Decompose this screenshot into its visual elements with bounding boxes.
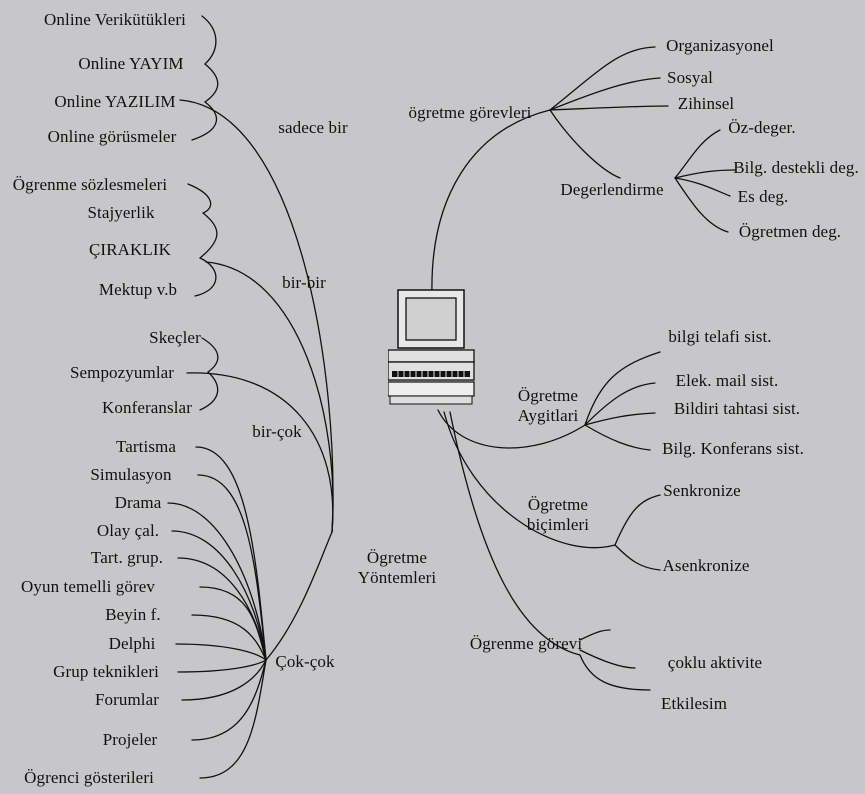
bracket-sadece-2 xyxy=(204,63,219,103)
item-sosyal: Sosyal xyxy=(667,68,713,87)
item-asenkronize: Asenkronize xyxy=(662,556,750,575)
branch-bir-cok xyxy=(186,372,334,533)
item-online-yayim: Online YAYIM xyxy=(78,54,184,73)
branch-label-bir-bir: bir-bir xyxy=(282,273,326,292)
branch-cok-cok xyxy=(265,531,333,661)
item-senkronize: Senkronize xyxy=(663,481,741,500)
item-bildiri-tahtasi: Bildiri tahtasi sist. xyxy=(673,399,801,418)
item-stajyerlik: Stajyerlik xyxy=(87,203,155,222)
item-coklu-aktivite: çoklu aktivite xyxy=(667,653,763,672)
item-ogretmen-deg: Ögretmen deg. xyxy=(738,222,842,241)
link-asenkronize xyxy=(614,544,661,571)
branch-label-degerlendirme: Degerlendirme xyxy=(560,180,664,199)
link-coklu-aktivite xyxy=(579,649,636,669)
link-cokcok-6 xyxy=(191,614,267,661)
item-online-verikutukleri: Online Verikütükleri xyxy=(44,10,186,29)
item-projeler: Projeler xyxy=(102,730,158,749)
link-top-stub xyxy=(579,629,611,641)
item-online-gorusmeler: Online görüsmeler xyxy=(47,127,177,146)
item-oyun-temelli-gorev: Oyun temelli görev xyxy=(21,577,155,596)
link-zihinsel xyxy=(549,105,669,111)
item-sempozyumlar: Sempozyumlar xyxy=(69,363,175,382)
link-cokcok-5 xyxy=(199,586,267,661)
item-olay-cal: Olay çal. xyxy=(96,521,160,540)
bracket-birbir-3 xyxy=(194,257,217,297)
bracket-bircok-1 xyxy=(201,337,219,373)
bracket-birbir-2 xyxy=(199,212,218,259)
item-online-yazilim: Online YAZILIM xyxy=(54,92,176,111)
branch-label-bir-cok: bir-çok xyxy=(252,422,302,441)
link-oz-deger xyxy=(674,129,721,179)
branch-ogrenme-gorevi xyxy=(449,411,581,656)
item-es-deg: Es deg. xyxy=(737,187,789,206)
item-delphi: Delphi xyxy=(108,634,156,653)
item-oz-deger: Öz-deger. xyxy=(728,118,796,137)
item-forumlar: Forumlar xyxy=(94,690,160,709)
item-mektup-v-b: Mektup v.b xyxy=(98,280,178,299)
item-tartisma: Tartisma xyxy=(115,437,177,456)
link-cokcok-2 xyxy=(167,502,267,661)
computer-icon xyxy=(388,289,475,405)
link-ogretmen-deg xyxy=(674,177,729,233)
item-organizasyonel: Organizasyonel xyxy=(666,36,774,55)
link-cokcok-8 xyxy=(177,659,267,673)
link-etkilesim xyxy=(579,654,651,691)
branch-label-sadece-bir: sadece bir xyxy=(278,118,348,137)
branch-sadece-bir xyxy=(179,99,334,533)
branch-ogretme-bicimleri xyxy=(443,411,616,549)
item-bilg-konferans: Bilg. Konferans sist. xyxy=(662,439,804,458)
item-drama: Drama xyxy=(114,493,162,512)
link-cokcok-1 xyxy=(197,474,267,661)
item-ciraklik: ÇIRAKLIK xyxy=(88,240,172,259)
item-grup-teknikleri: Grup teknikleri xyxy=(53,662,159,681)
link-cokcok-11 xyxy=(199,659,267,779)
link-cokcok-9 xyxy=(181,659,267,701)
link-bilg-destekli xyxy=(674,169,736,179)
item-bilg-destekli-deg: Bilg. destekli deg. xyxy=(733,158,859,177)
link-cokcok-10 xyxy=(191,659,267,741)
link-senkronize xyxy=(614,494,661,546)
item-elek-mail: Elek. mail sist. xyxy=(675,371,779,390)
branch-label-ogretme-gorevleri: ögretme görevleri xyxy=(408,103,532,122)
item-zihinsel: Zihinsel xyxy=(677,94,735,113)
link-bilgi-telafi xyxy=(584,351,661,426)
branch-label-cok-cok: Çok-çok xyxy=(275,652,335,671)
branch-bir-bir xyxy=(205,261,334,533)
link-organizasyonel xyxy=(549,46,656,111)
item-ogrenme-sozlesmeleri: Ögrenme sözlesmeleri xyxy=(12,175,168,194)
link-sosyal xyxy=(549,77,661,111)
item-bilgi-telafi: bilgi telafi sist. xyxy=(668,327,772,346)
link-es-deg xyxy=(674,177,731,197)
link-cokcok-3 xyxy=(171,530,267,661)
item-simulasyon: Simulasyon xyxy=(90,465,172,484)
item-skecler: Skeçler xyxy=(149,328,201,347)
bracket-birbir-1 xyxy=(187,183,212,214)
link-degerlendirme xyxy=(549,109,621,179)
bracket-sadece-3 xyxy=(191,101,218,141)
item-konferanslar: Konferanslar xyxy=(102,398,192,417)
link-bilg-konferans xyxy=(584,424,651,451)
link-bildiri xyxy=(584,412,656,426)
branch-label-ogrenme-gorevi: Ögrenme görevi xyxy=(469,634,583,653)
branch-ogretme-gorevleri xyxy=(431,109,551,295)
link-cokcok-0 xyxy=(195,446,267,661)
item-etkilesim: Etkilesim xyxy=(660,694,728,713)
link-cokcok-7 xyxy=(175,643,267,661)
bracket-sadece-1 xyxy=(201,15,217,65)
item-beyin-f: Beyin f. xyxy=(105,605,161,624)
item-tart-grup: Tart. grup. xyxy=(90,548,164,567)
item-ogrenci-gosterileri: Ögrenci gösterileri xyxy=(24,768,154,787)
bracket-bircok-2 xyxy=(199,371,219,411)
link-elek-mail xyxy=(584,382,656,426)
